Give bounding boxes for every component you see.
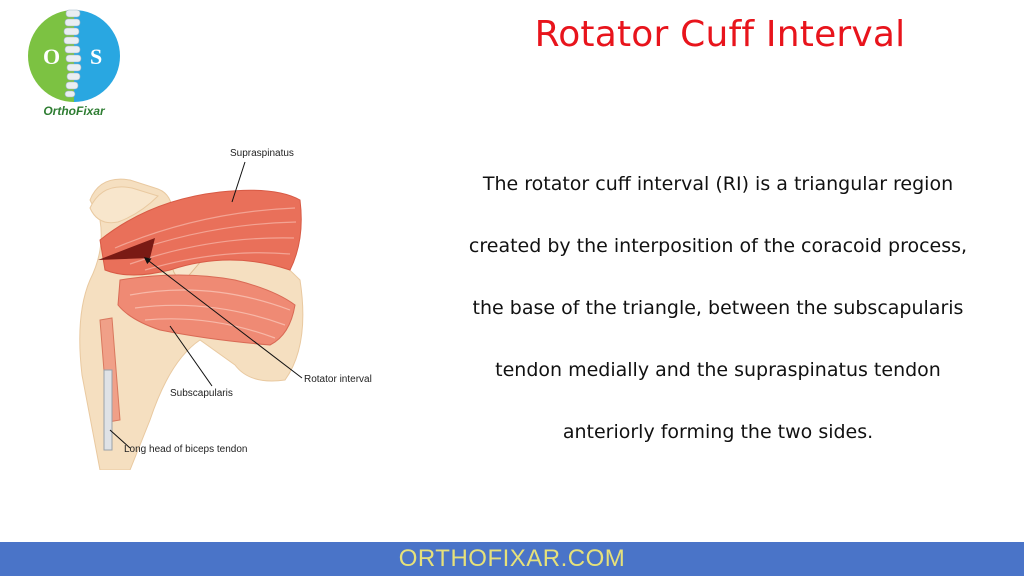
spine-icon <box>63 9 82 98</box>
orthofixar-logo: O S <box>28 9 120 102</box>
footer-bar: ORTHOFIXAR.COM <box>0 542 1024 576</box>
shoulder-anatomy-illustration: Supraspinatus Rotator interval Subscapul… <box>60 130 390 471</box>
label-leaders <box>109 161 303 449</box>
logo-letter-left: O <box>43 44 60 69</box>
description-line: tendon medially and the supraspinatus te… <box>495 359 941 381</box>
page-title: Rotator Cuff Interval <box>534 14 906 55</box>
description-line: the base of the triangle, between the su… <box>472 297 964 319</box>
logo-right-half <box>74 10 120 102</box>
logo-letter-right: S <box>90 44 102 69</box>
label-subscapularis: Subscapularis <box>170 388 233 399</box>
shoulder-illustration-svg <box>79 161 304 471</box>
description: The rotator cuff interval (RI) is a tria… <box>430 162 1006 472</box>
subscapularis-muscle <box>117 274 296 346</box>
acromion-bone <box>89 186 159 224</box>
description-line: The rotator cuff interval (RI) is a tria… <box>482 173 954 195</box>
biceps-tendon-sheath <box>103 369 113 451</box>
rotator-interval-region <box>98 238 155 260</box>
label-supraspinatus: Supraspinatus <box>230 148 294 159</box>
description-line: created by the interposition of the cora… <box>468 235 968 257</box>
description-line: anteriorly forming the two sides. <box>562 421 874 443</box>
logo-left-half <box>28 10 74 102</box>
footer-site-link[interactable]: ORTHOFIXAR.COM <box>398 545 626 572</box>
label-biceps-tendon: Long head of biceps tendon <box>124 444 248 455</box>
label-rotator-interval: Rotator interval <box>304 374 372 385</box>
logo-brand-name: OrthoFixar <box>43 104 105 118</box>
